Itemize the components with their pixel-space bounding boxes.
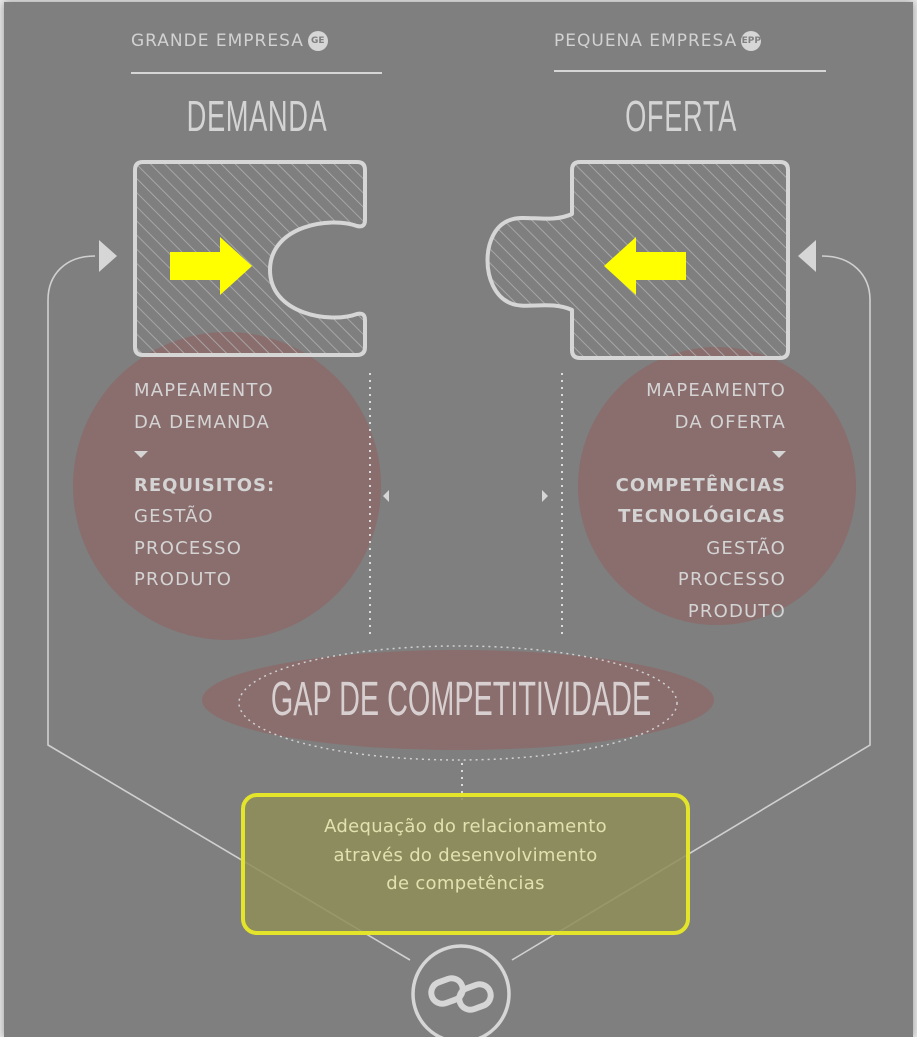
oferta-details: MAPEAMENTO DA OFERTA COMPETÊNCIAS TECNOL… — [560, 375, 786, 627]
right-connector-arrowhead-icon — [542, 490, 548, 502]
left-connector-arrowhead-icon — [383, 490, 389, 502]
yellow-arrow-left-icon — [604, 237, 686, 295]
gap-ellipse — [202, 650, 714, 750]
adequacao-line-1: Adequação do relacionamento — [324, 816, 607, 837]
right-header-divider — [554, 70, 826, 72]
requisitos-label: REQUISITOS: — [134, 474, 276, 496]
requisito-gestao: GESTÃO — [134, 506, 214, 527]
right-loop-line — [511, 255, 871, 961]
gap-de-competitividade-label: GAP DE COMPETITIVIDADE — [270, 673, 652, 726]
down-triangle-icon — [560, 438, 786, 470]
link-icon — [411, 944, 511, 1037]
competencias-line-2: TECNOLÓGICAS — [618, 506, 786, 527]
gap-ellipse-dotted-outline — [238, 645, 678, 761]
mapeamento-oferta-line-1: MAPEAMENTO — [646, 380, 786, 401]
yellow-arrow-right-icon — [170, 237, 252, 295]
competencias-line-1: COMPETÊNCIAS — [615, 474, 786, 496]
epp-badge-icon: EPP — [741, 31, 762, 51]
demanda-title: DEMANDA — [186, 92, 328, 141]
left-loop-line — [47, 255, 411, 961]
down-triangle-icon — [134, 438, 364, 470]
competencia-gestao: GESTÃO — [706, 537, 786, 559]
oferta-title: OFERTA — [625, 92, 737, 141]
competencia-processo: PROCESSO — [677, 569, 786, 590]
mapeamento-line-1: MAPEAMENTO — [134, 380, 274, 401]
competencia-produto: PRODUTO — [687, 600, 786, 622]
oferta-circle — [578, 347, 856, 625]
demanda-circle — [73, 332, 381, 640]
adequacao-line-2: através do desenvolvimento — [333, 844, 598, 866]
demanda-puzzle-piece — [133, 160, 367, 357]
requisito-produto: PRODUTO — [134, 569, 233, 590]
demanda-details: MAPEAMENTO DA DEMANDA REQUISITOS: GESTÃO… — [134, 375, 364, 596]
adequacao-line-3: de competências — [386, 873, 545, 894]
mapeamento-line-2: DA DEMANDA — [134, 411, 270, 433]
right-loop-arrowhead-icon — [798, 240, 816, 272]
left-header-divider — [131, 72, 382, 74]
grande-empresa-label: GRANDE EMPRESA — [131, 31, 304, 51]
left-loop-arrowhead-icon — [99, 240, 117, 272]
adequacao-text: Adequação do relacionamento através do d… — [243, 813, 688, 899]
requisito-processo: PROCESSO — [134, 537, 243, 559]
adequacao-highlight-box — [241, 793, 690, 935]
ge-badge-icon: GE — [307, 31, 328, 51]
pequena-empresa-label: PEQUENA EMPRESA — [554, 31, 738, 51]
mapeamento-oferta-line-2: DA OFERTA — [674, 411, 786, 433]
